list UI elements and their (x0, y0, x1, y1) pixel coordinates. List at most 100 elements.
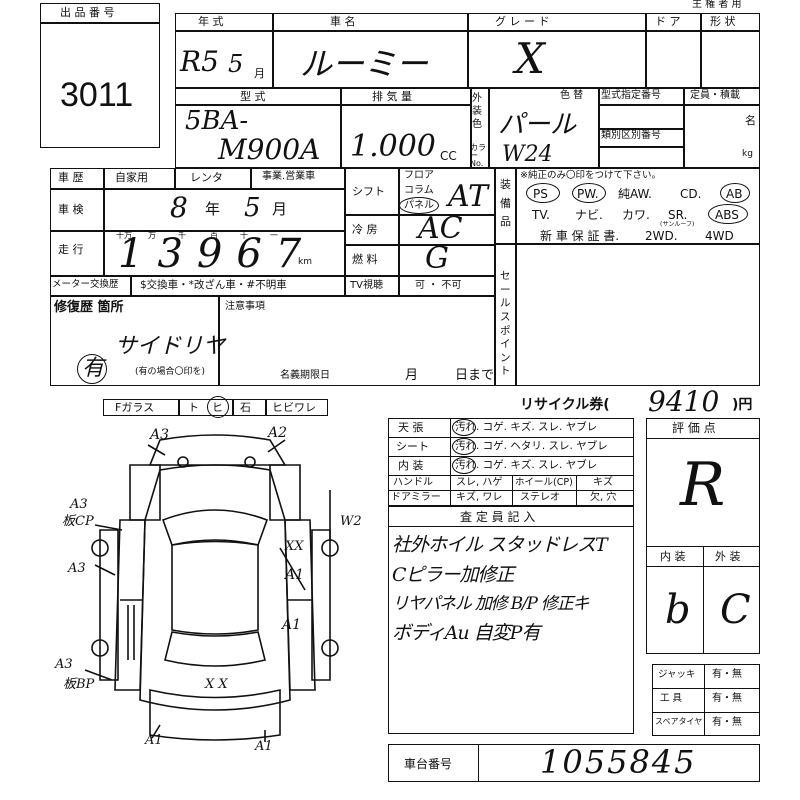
inspection-label: 車 検 (58, 203, 84, 216)
lot-number: 3011 (60, 76, 134, 114)
tool-0-value: 有・無 (712, 669, 742, 680)
mark-a1-br: A1 (255, 739, 273, 754)
grade-label: グ レ ー ド (495, 15, 550, 28)
deadline-month-unit: 月 (405, 368, 419, 383)
type-value-1: 5BA- (185, 106, 249, 136)
equip-sr: SR. (668, 208, 688, 222)
mileage-digit-label: 千 (178, 231, 186, 240)
disp-label: 排 気 量 (372, 90, 412, 103)
type-code-label: 型式指定番号 (601, 90, 661, 101)
repair-block (50, 296, 495, 386)
insp-year: 8 (170, 191, 188, 224)
meter-label: メーター交換歴 (52, 279, 119, 290)
mark-a1-right: A1 (285, 567, 305, 583)
capacity-label: 定員・積載 (690, 90, 740, 101)
door-label: ド ア (655, 15, 681, 28)
shift-label: シフト (352, 185, 385, 198)
equip-cd: CD. (680, 187, 702, 201)
color-change-label: 色 替 (560, 90, 584, 101)
equip-leather: カワ. (622, 208, 650, 222)
interior-row-2-value: 汚れ. コゲ. キズ. スレ. ヤブレ (455, 459, 598, 471)
glass-hi-circle (207, 396, 229, 418)
mirror-value: キズ, ワレ (456, 492, 503, 503)
equip-ab-circle (720, 183, 750, 203)
year-label: 年 式 (198, 15, 224, 28)
insp-month: 5 (244, 193, 261, 223)
mark-a3-top: A3 (150, 427, 170, 443)
recycle-unit: )円 (732, 397, 753, 413)
tool-2-label: スペアタイヤ (655, 717, 703, 726)
color-no-label: カラーNo. (470, 143, 486, 168)
interior-row-0-label: 天 張 (398, 421, 424, 434)
name-unit: 名 (745, 114, 756, 127)
mark-xx-rear: X X (205, 677, 228, 692)
interior-table (388, 418, 634, 506)
rating-value: R (680, 450, 726, 520)
month-unit: 月 (254, 67, 265, 80)
repair-yes-note: (有の場合〇印を) (135, 367, 206, 377)
mark-a3-left: A3 (70, 497, 88, 512)
handle-value: スレ, ハゲ (456, 477, 503, 488)
mileage-digit-label: 一 (270, 231, 278, 240)
equip-ps-circle (526, 183, 560, 203)
mileage-value: 13967 (118, 231, 316, 277)
inspector-block (388, 506, 634, 734)
history-label: 車 歴 (58, 171, 84, 184)
equip-warranty: 新 車 保 証 書. (540, 229, 620, 243)
mileage-digit-label: 百 (210, 231, 218, 240)
equip-2wd: 2WD. (645, 229, 678, 243)
interior-row-0-circle (452, 419, 476, 436)
repair-label: 修復歴 箇所 (54, 300, 124, 315)
shift-panel-circle (399, 197, 439, 214)
rating-exterior-value: C (720, 587, 751, 633)
shape-label: 形 状 (710, 15, 736, 28)
chassis-value: 1055845 (540, 743, 697, 781)
tool-1-value: 有・無 (712, 693, 742, 704)
fuel-value: G (425, 241, 449, 276)
deadline-label: 名義期限日 (280, 370, 330, 381)
equip-aw: 純AW. (618, 187, 652, 201)
ac-value: AC (418, 211, 463, 246)
wheel-value: キズ (593, 477, 613, 488)
color-code: W24 (502, 142, 553, 167)
notes-label: 注意事項 (225, 301, 265, 312)
rating-exterior-label: 外 装 (715, 550, 741, 563)
equip-pw-circle (572, 183, 606, 203)
mirror-label: ドアミラー (391, 492, 441, 503)
handle-label: ハンドル (393, 477, 433, 488)
equip-abs-circle (708, 204, 748, 224)
mark-a3-mid: A3 (68, 561, 86, 576)
mileage-digit-label: 十万 (116, 231, 132, 240)
equipment-note: ※純正のみ〇印をつけて下さい。 (520, 170, 661, 181)
model-row (175, 88, 760, 168)
mileage-digit-label: 万 (148, 231, 156, 240)
mark-kbp-bottom: 板BP (63, 677, 95, 692)
interior-row-2-circle (452, 457, 476, 474)
mark-kcp-left: 板CP (62, 514, 94, 529)
private-opt: 自家用 (115, 171, 148, 184)
recycle-value: 9410 (648, 385, 720, 418)
inspector-line-3: ボディAu 自変P有 (392, 622, 540, 644)
interior-row-2-label: 内 装 (398, 459, 424, 472)
kg-unit: kg (742, 149, 753, 159)
mileage-digit-label: 十 (240, 231, 248, 240)
car-value: ルーミー (300, 45, 429, 83)
car-label: 車 名 (330, 15, 356, 28)
equipment-block (495, 168, 760, 244)
history-block (50, 168, 345, 296)
lot-box (40, 3, 160, 148)
cc-unit: CC (440, 149, 457, 163)
equip-tv: TV. (532, 208, 550, 222)
rental-opt: レンタ (190, 171, 223, 184)
mark-a1-bl: A1 (145, 733, 163, 748)
sales-point-block (495, 244, 760, 386)
tv-label: TV視聴 (350, 280, 383, 291)
tools-block (652, 664, 760, 736)
fuel-label: 燃 料 (352, 253, 378, 266)
interior-row-1-label: シート (396, 440, 429, 453)
glass-to: ト (188, 401, 199, 414)
grade-value: X (515, 34, 545, 83)
inspector-line-2: リヤパネル 加修 B/P 修正キ (392, 594, 590, 614)
color-value: パール (498, 110, 577, 140)
